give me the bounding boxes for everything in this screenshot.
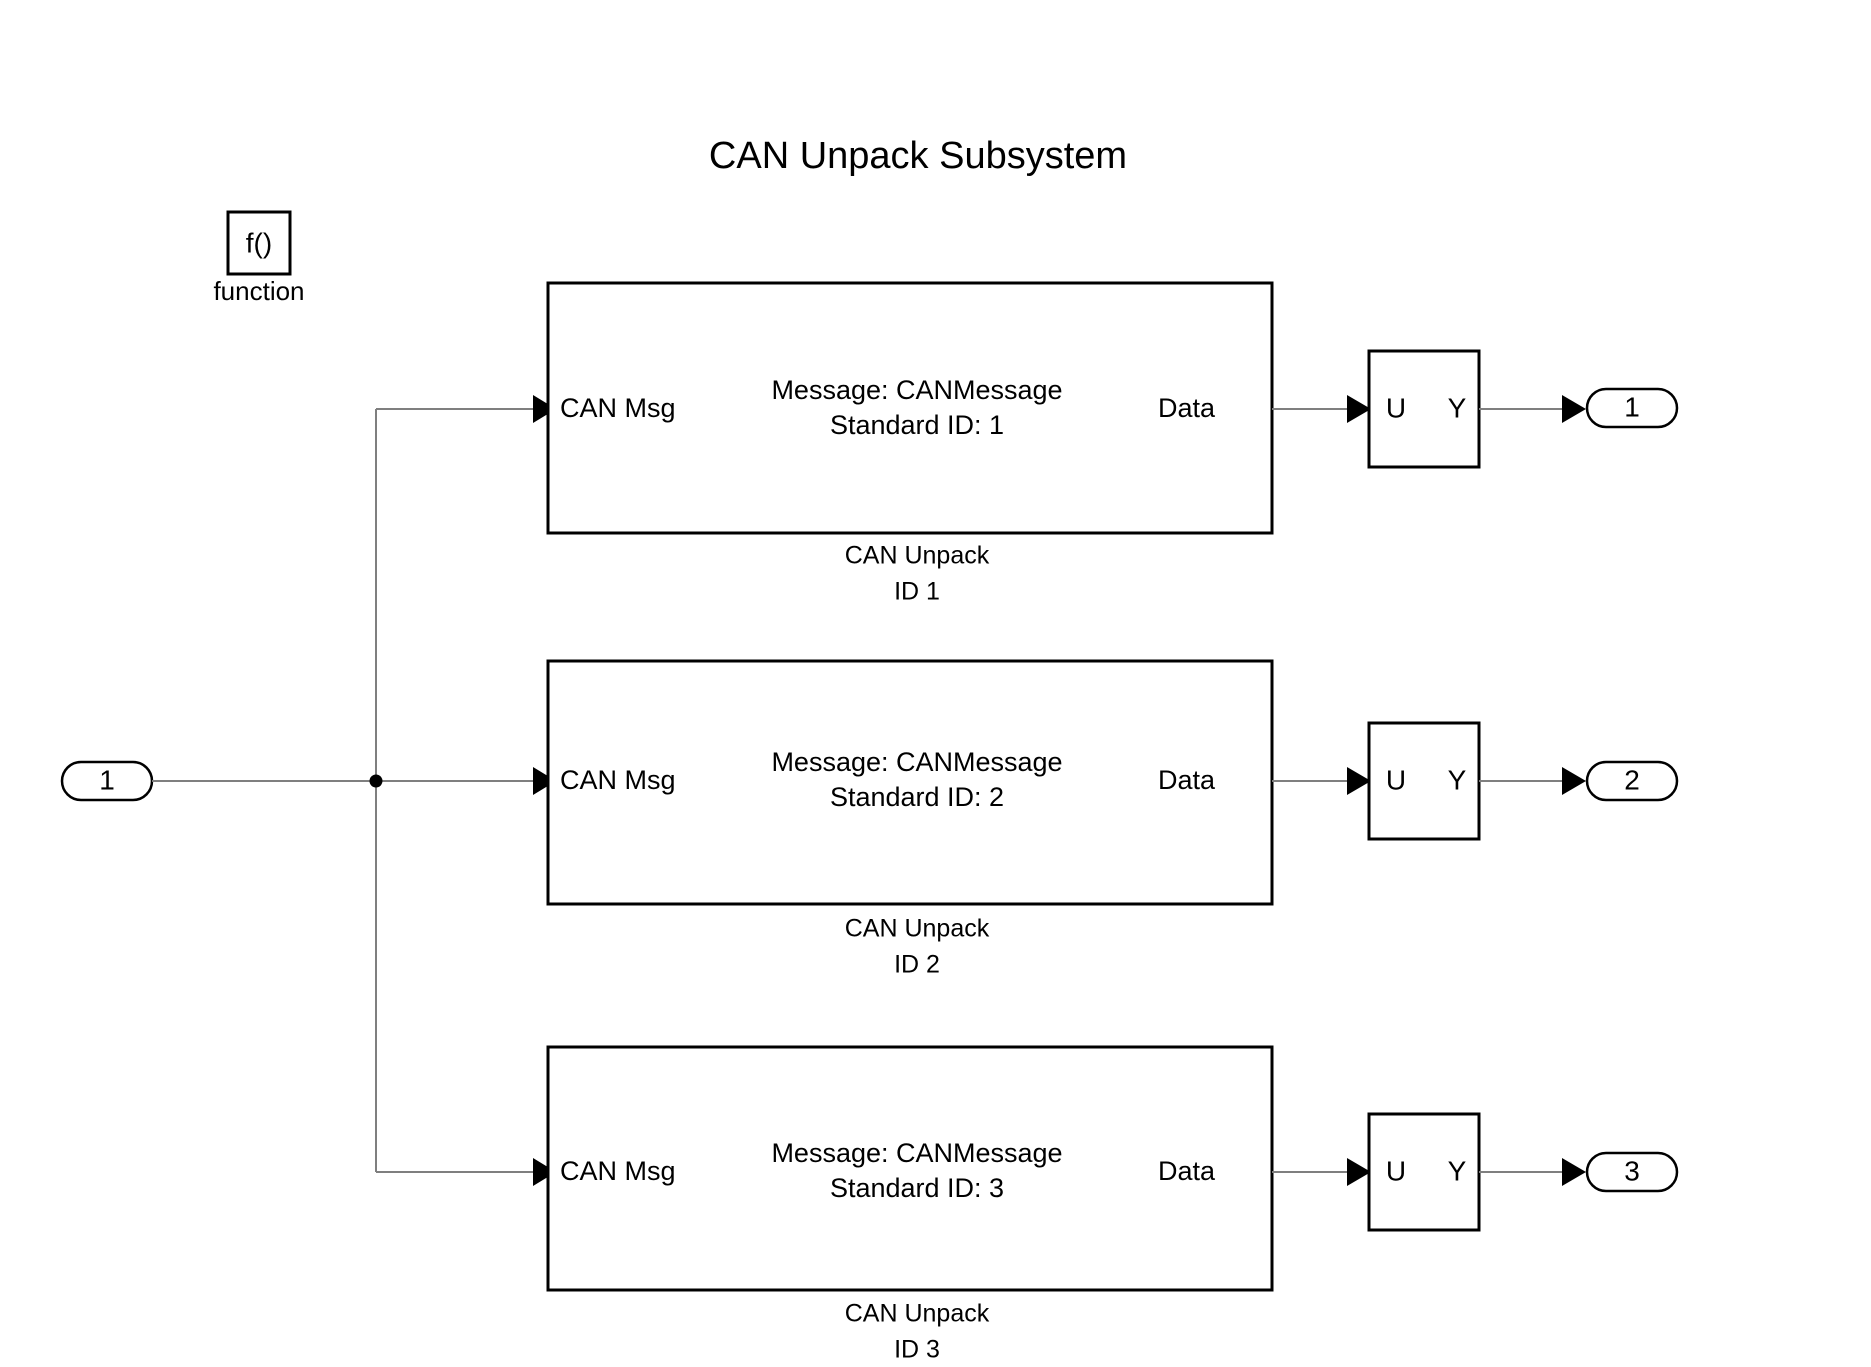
can-unpack-row-2-message-line: Message: CANMessage [771,747,1062,777]
input-arrow-row-1 [533,395,556,423]
output-port-row-3-number: 3 [1624,1155,1640,1186]
gain-block-row-2[interactable]: U Y [1367,721,1481,841]
gain-row-3-input-label: U [1386,1155,1406,1186]
can-unpack-row-2-id-line: Standard ID: 2 [830,782,1004,812]
can-unpack-block-row-3-body[interactable] [546,1045,1274,1292]
can-unpack-row-1-message-line: Message: CANMessage [771,375,1062,405]
output-port-row-3[interactable]: 3 [1585,1151,1679,1193]
input-arrow-row-3 [533,1158,556,1186]
can-unpack-row-1-output-label: Data [1158,393,1216,423]
output-port-row-2[interactable]: 2 [1585,760,1679,802]
gain-row-2-input-label: U [1386,764,1406,795]
gain-block-row-3[interactable]: U Y [1367,1112,1481,1232]
gain-row-1-output-label: Y [1448,392,1467,423]
gain-block-row-3-body[interactable] [1367,1112,1481,1232]
can-unpack-row-1-id-line: Standard ID: 1 [830,410,1004,440]
gain-input-arrow-row-2 [1347,767,1371,795]
can-unpack-row-3-caption-line2: ID 3 [894,1336,940,1364]
can-unpack-row-2-input-label: CAN Msg [560,765,676,795]
page-title: CAN Unpack Subsystem [709,135,1127,177]
can-unpack-row-3-caption-line1: CAN Unpack [845,1300,990,1328]
can-unpack-row-3-message-line: Message: CANMessage [771,1138,1062,1168]
output-port-row-1-shape[interactable] [1585,387,1679,429]
can-unpack-row-2-caption-line2: ID 2 [894,951,940,979]
function-block-label: f() [246,227,272,258]
function-block-caption: function [213,276,304,306]
input-port-1-number: 1 [99,764,115,795]
gain-block-row-1[interactable]: U Y [1367,349,1481,469]
gain-input-arrow-row-3 [1347,1158,1371,1186]
gain-row-2-output-label: Y [1448,764,1467,795]
function-block[interactable]: f() [226,210,292,276]
output-port-row-1-number: 1 [1624,391,1640,422]
wire-junction-dot [369,774,383,788]
can-unpack-row-3-output-label: Data [1158,1156,1216,1186]
can-unpack-row-1-caption-line1: CAN Unpack [845,542,990,570]
gain-row-1-input-label: U [1386,392,1406,423]
can-unpack-row-3-input-label: CAN Msg [560,1156,676,1186]
output-port-row-1[interactable]: 1 [1585,387,1679,429]
can-unpack-row-3-id-line: Standard ID: 3 [830,1173,1004,1203]
output-port-row-2-number: 2 [1624,764,1640,795]
can-unpack-row-2-caption-line1: CAN Unpack [845,915,990,943]
can-unpack-row-1-input-label: CAN Msg [560,393,676,423]
function-block-body[interactable] [226,210,292,276]
gain-row-3-output-label: Y [1448,1155,1467,1186]
input-arrow-row-2 [533,767,556,795]
input-port-1[interactable]: 1 [60,760,154,802]
can-unpack-block-row-2-body[interactable] [546,659,1274,906]
can-unpack-block-row-2[interactable]: CAN Msg Message: CANMessage Standard ID:… [546,659,1274,906]
signal-wire-bus[interactable] [152,408,540,1173]
output-port-row-3-shape[interactable] [1585,1151,1679,1193]
output-arrow-row-3 [1562,1158,1586,1186]
can-unpack-row-1-caption-line2: ID 1 [894,578,940,606]
can-unpack-block-row-1[interactable]: CAN Msg Message: CANMessage Standard ID:… [546,281,1274,535]
output-arrow-row-2 [1562,767,1586,795]
output-port-row-2-shape[interactable] [1585,760,1679,802]
can-unpack-block-row-1-body[interactable] [546,281,1274,535]
gain-block-row-1-body[interactable] [1367,349,1481,469]
output-arrow-row-1 [1562,395,1586,423]
can-unpack-row-2-output-label: Data [1158,765,1216,795]
gain-input-arrow-row-1 [1347,395,1371,423]
can-unpack-block-row-3[interactable]: CAN Msg Message: CANMessage Standard ID:… [546,1045,1274,1292]
